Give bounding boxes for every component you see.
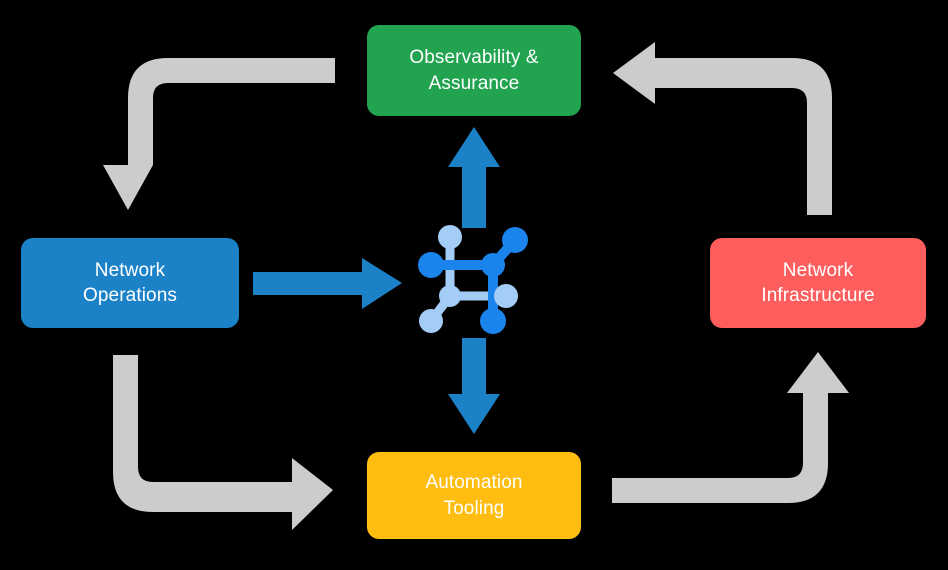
arrow-automation-tooling-to-network-infrastructure <box>612 352 849 503</box>
node-automation-tooling[interactable]: Automation Tooling <box>367 452 581 539</box>
node-automation-tooling-label: Automation Tooling <box>425 472 523 519</box>
node-network-infrastructure-label: Network Infrastructure <box>761 259 875 306</box>
arrow-center-to-observability <box>448 127 500 228</box>
arrow-network-infrastructure-to-observability <box>613 42 832 215</box>
arrow-network-operations-to-center <box>253 258 402 309</box>
node-network-operations[interactable]: Network Operations <box>21 238 239 328</box>
node-observability-label: Observability & Assurance <box>409 47 539 94</box>
network-topology-icon <box>418 225 528 334</box>
topology-nodes-light <box>419 225 518 333</box>
node-observability-and-assurance[interactable]: Observability & Assurance <box>367 25 581 116</box>
node-network-infrastructure[interactable]: Network Infrastructure <box>710 238 926 328</box>
node-network-operations-label: Network Operations <box>83 259 177 306</box>
topology-nodes-dark <box>418 227 528 334</box>
arrow-center-to-automation-tooling <box>448 338 500 434</box>
arrow-network-operations-to-automation-tooling <box>113 355 333 530</box>
arrow-observability-to-network-operations <box>103 58 335 210</box>
